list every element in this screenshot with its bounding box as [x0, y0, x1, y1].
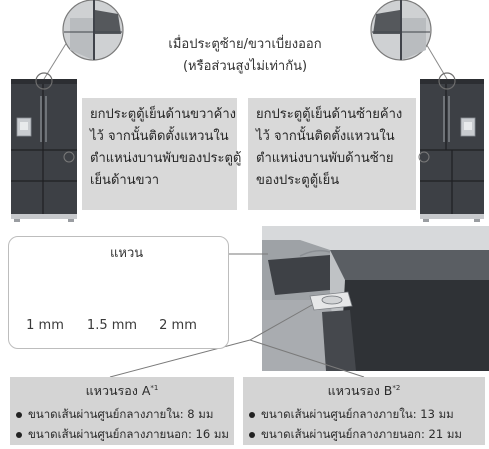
top-caption: เมื่อประตูซ้าย/ขวาเบี่ยงออก (หรือส่วนสูง… — [120, 34, 370, 78]
left-box-line-1: ยกประตูตู้เย็นด้านขวาค้าง — [90, 107, 236, 122]
left-box-line-3: ตำแหน่งบานพับของประตูตู้ — [90, 151, 242, 166]
spacer-a-footnote: *1 — [150, 383, 159, 392]
spacer-a-inner-diameter: ขนาดเส้นผ่านศูนย์กลางภายใน: 8 มม — [10, 404, 234, 424]
spacer-b-item-1: ขนาดเส้นผ่านศูนย์กลางภายใน: 13 มม — [261, 407, 454, 421]
right-box-line-3: ตำแหน่งบานพับด้านซ้าย — [256, 151, 394, 166]
right-fridge-illustration — [420, 79, 484, 222]
right-box-line-1: ยกประตูตู้เย็นด้านซ้ายค้าง — [256, 107, 403, 122]
spacer-b-item-2: ขนาดเส้นผ่านศูนย์กลางภายนอก: 21 มม — [261, 427, 462, 441]
ring-2mm-label: 2 mm — [159, 318, 197, 333]
spacer-b-footnote: *2 — [392, 383, 401, 392]
caption-line-2: (หรือส่วนสูงไม่เท่ากัน) — [182, 59, 308, 74]
left-instruction-box: ยกประตูตู้เย็นด้านขวาค้าง ไว้ จากนั้นติด… — [82, 98, 242, 210]
right-hinge-marker — [418, 151, 430, 163]
bullet-icon — [16, 411, 22, 418]
spacer-pointer-lines — [109, 304, 365, 378]
right-box-line-4: ของประตูตู้เย็น — [256, 173, 340, 188]
spacer-b-outer-diameter: ขนาดเส้นผ่านศูนย์กลางภายนอก: 21 มม — [243, 424, 485, 444]
left-magnifier — [35, 0, 124, 90]
bullet-icon — [249, 431, 255, 438]
spacer-b-box: แหวนรอง B*2 ขนาดเส้นผ่านศูนย์กลางภายใน: … — [243, 377, 485, 445]
caption-line-1: เมื่อประตูซ้าย/ขวาเบี่ยงออก — [168, 37, 322, 52]
hinge-closeup-illustration — [262, 226, 489, 371]
right-magnifier — [370, 0, 456, 90]
left-fridge-illustration — [11, 79, 77, 222]
spacer-a-item-2: ขนาดเส้นผ่านศูนย์กลางภายนอก: 16 มม — [28, 427, 229, 441]
ring-1-5mm-label: 1.5 mm — [86, 318, 138, 333]
spacer-b-title: แหวนรอง B — [327, 383, 393, 398]
ring-panel-title: แหวน — [110, 246, 144, 261]
spacer-a-item-1: ขนาดเส้นผ่านศูนย์กลางภายใน: 8 มม — [28, 407, 214, 421]
bullet-icon — [16, 431, 22, 438]
spacer-a-outer-diameter: ขนาดเส้นผ่านศูนย์กลางภายนอก: 16 มม — [10, 424, 234, 444]
bullet-icon — [249, 411, 255, 418]
left-box-line-4: เย็นด้านขวา — [90, 173, 160, 188]
right-instruction-box: ยกประตูตู้เย็นด้านซ้ายค้าง ไว้ จากนั้นติ… — [248, 98, 416, 210]
spacer-b-inner-diameter: ขนาดเส้นผ่านศูนย์กลางภายใน: 13 มม — [243, 404, 485, 424]
ring-1mm-label: 1 mm — [26, 318, 64, 333]
spacer-b-title-row: แหวนรอง B*2 — [243, 381, 485, 401]
spacer-a-title: แหวนรอง A — [85, 383, 151, 398]
left-hinge-marker — [63, 151, 75, 163]
right-box-line-2: ไว้ จากนั้นติดตั้งแหวนใน — [256, 129, 395, 144]
left-box-line-2: ไว้ จากนั้นติดตั้งแหวนใน — [90, 129, 229, 144]
spacer-a-box: แหวนรอง A*1 ขนาดเส้นผ่านศูนย์กลางภายใน: … — [10, 377, 234, 445]
ring-panel — [8, 236, 229, 349]
spacer-a-title-row: แหวนรอง A*1 — [10, 381, 234, 401]
